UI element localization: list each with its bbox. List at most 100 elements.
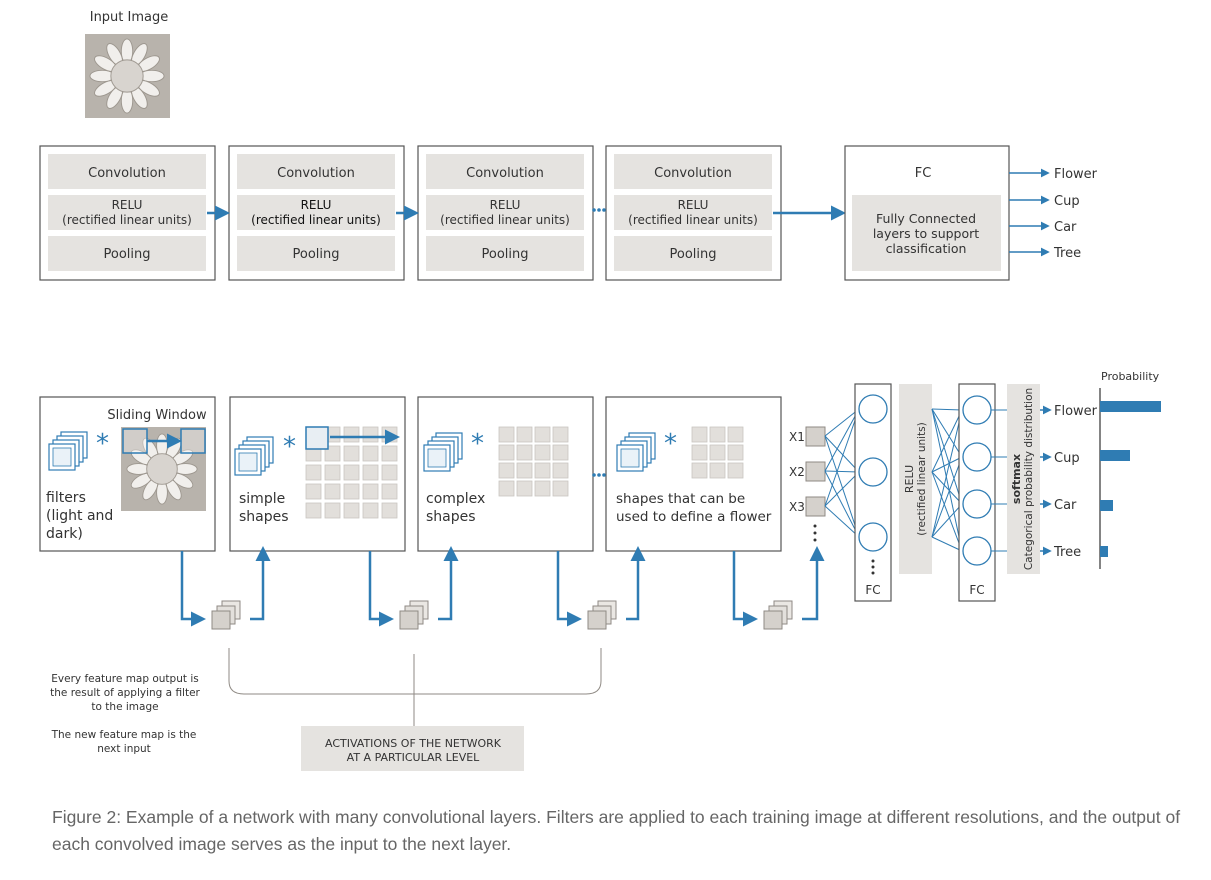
panel-filters: * Sliding Window filters (light and dark… — [39, 396, 216, 552]
grid-cell — [343, 483, 360, 500]
grid-cell — [516, 444, 533, 461]
probability-bars — [1100, 401, 1161, 557]
svg-text:RELU: RELU — [903, 465, 916, 493]
x2-label: X2 — [789, 465, 805, 479]
cnn-diagram: Input Image Convolution RELU (rectified … — [39, 10, 1161, 771]
softmax-class-flower: Flower — [1054, 404, 1098, 419]
figure-caption: Figure 2: Example of a network with many… — [52, 807, 1181, 854]
relu-label: RELU — [301, 198, 332, 212]
flower-shapes-line2: used to define a flower — [616, 509, 772, 525]
convolution-label: Convolution — [466, 166, 544, 181]
grid-cell — [343, 426, 360, 443]
panel-simple-shapes: * simple shapes — [229, 396, 406, 552]
svg-text:the result of applying a filte: the result of applying a filter — [50, 687, 200, 699]
feature-map-loops — [180, 546, 825, 627]
input-image-label: Input Image — [90, 10, 169, 25]
fc-layer-2: FC — [958, 383, 996, 602]
grid-cell — [343, 502, 360, 519]
svg-text:next input: next input — [97, 743, 151, 755]
fc-title: FC — [915, 166, 932, 181]
fc-desc-line3: classification — [886, 241, 967, 256]
bottom-class-arrows — [1040, 405, 1052, 556]
grid-cell — [381, 502, 398, 519]
relu-label: RELU — [112, 198, 143, 212]
grid-cell — [727, 444, 744, 461]
fc-connections-1 — [824, 408, 860, 538]
relu-sub-label: (rectified linear units) — [440, 213, 570, 227]
softmax-class-car: Car — [1054, 498, 1077, 513]
grid-cell — [362, 426, 379, 443]
grid-cell — [552, 426, 569, 443]
convolution-label: Convolution — [277, 166, 355, 181]
grid-cell — [552, 444, 569, 461]
relu-label: RELU — [490, 198, 521, 212]
fc-layer-label: FC — [865, 583, 880, 597]
convolution-label: Convolution — [88, 166, 166, 181]
input-image — [85, 34, 170, 118]
convolution-star-icon: * — [283, 432, 296, 462]
svg-text:The new feature map is the: The new feature map is the — [51, 729, 197, 741]
grid-cell — [516, 462, 533, 479]
fc-desc-line1: Fully Connected — [876, 211, 976, 226]
class-label-car: Car — [1054, 220, 1077, 235]
fc-layer-1: FC — [854, 383, 892, 602]
ellipsis-dots-bottom — [592, 473, 606, 477]
feature-map-stack-icon — [587, 600, 617, 630]
filters-text-line3: dark) — [46, 526, 83, 542]
flower-shapes-line1: shapes that can be — [616, 491, 745, 507]
grid-cell — [552, 462, 569, 479]
grid-cell — [381, 426, 398, 443]
activations-box: ACTIVATIONS OF THE NETWORK AT A PARTICUL… — [301, 726, 524, 771]
grid-cell — [362, 502, 379, 519]
grid-cell — [343, 464, 360, 481]
grid-cell — [498, 426, 515, 443]
svg-text:softmax: softmax — [1010, 454, 1023, 504]
grid-cell — [691, 462, 708, 479]
feature-map-stack-icon — [763, 600, 793, 630]
grid-cell — [362, 445, 379, 462]
grid-cell — [709, 444, 726, 461]
grid-cell — [534, 426, 551, 443]
grid-cell — [381, 483, 398, 500]
relu-label: RELU — [678, 198, 709, 212]
conv-block-2: Convolution RELU (rectified linear units… — [228, 145, 405, 281]
relu-sub-label: (rectified linear units) — [628, 213, 758, 227]
simple-shapes-line1: simple — [239, 491, 285, 507]
top-class-arrows — [1009, 168, 1050, 257]
convolution-label: Convolution — [654, 166, 732, 181]
filters-text-line2: (light and — [46, 508, 113, 524]
ellipsis-dots — [592, 208, 606, 212]
grid-cell — [498, 462, 515, 479]
class-label-cup: Cup — [1054, 194, 1080, 209]
class-label-flower: Flower — [1054, 167, 1098, 182]
grid-cell — [362, 464, 379, 481]
svg-text:to the image: to the image — [91, 701, 158, 713]
grid-cell — [552, 480, 569, 497]
filters-text-line1: filters — [46, 490, 86, 506]
grid-cell — [727, 462, 744, 479]
fc-to-softmax — [991, 409, 1007, 552]
pooling-label: Pooling — [482, 247, 529, 262]
convolution-star-icon: * — [664, 429, 677, 459]
svg-text:AT A PARTICULAR LEVEL: AT A PARTICULAR LEVEL — [347, 751, 481, 764]
fc-connections-2 — [931, 408, 963, 552]
grid-cell — [381, 445, 398, 462]
svg-text:(rectified linear units): (rectified linear units) — [916, 422, 928, 535]
feature-map-stack-icon — [211, 600, 241, 630]
probability-bar-cup — [1100, 450, 1130, 461]
fc-block: FC Fully Connected layers to support cla… — [844, 145, 1010, 281]
softmax-bar: softmax Categorical probability distribu… — [1007, 384, 1040, 574]
conv-block-1: Convolution RELU (rectified linear units… — [39, 145, 216, 281]
grid-cell — [324, 464, 341, 481]
svg-text:ACTIVATIONS OF THE NETWORK: ACTIVATIONS OF THE NETWORK — [325, 737, 502, 750]
pooling-label: Pooling — [293, 247, 340, 262]
x1-label: X1 — [789, 430, 805, 444]
conv-block-4: Convolution RELU (rectified linear units… — [605, 145, 782, 281]
grid-cell — [324, 483, 341, 500]
relu-sub-label: (rectified linear units) — [62, 213, 192, 227]
panel-flower-shapes: * shapes that can be used to define a fl… — [605, 396, 782, 552]
grid-cell — [691, 444, 708, 461]
activations-bracket — [228, 648, 602, 695]
svg-text:Categorical probability distri: Categorical probability distribution — [1023, 388, 1035, 570]
complex-shapes-line2: shapes — [426, 509, 476, 525]
